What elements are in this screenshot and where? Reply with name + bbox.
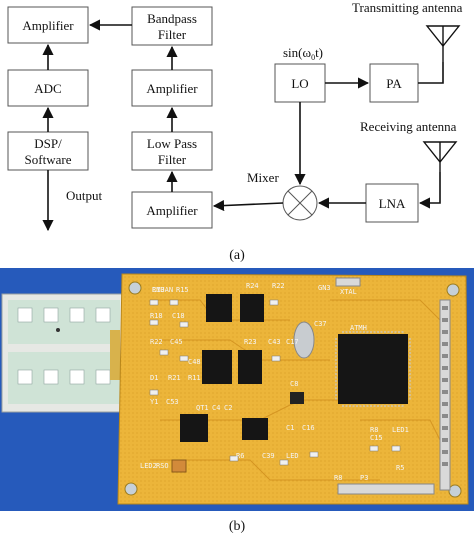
silkscreen-label: R21	[168, 374, 181, 382]
output-label: Output	[66, 188, 103, 203]
silkscreen-label: RSO	[156, 462, 169, 470]
block-amplifier-input: Amplifier	[132, 192, 212, 228]
block-lna: LNA	[366, 184, 418, 222]
block-dsp-software: DSP/ Software	[8, 132, 88, 170]
silkscreen-label: C18	[172, 312, 185, 320]
silkscreen-label: R18	[150, 312, 163, 320]
silkscreen-label: R15	[176, 286, 189, 294]
block-lowpass-label-2: Filter	[158, 152, 187, 167]
silkscreen-label: C17	[286, 338, 299, 346]
pcb-board	[118, 274, 468, 504]
block-bandpass-label-2: Filter	[158, 27, 187, 42]
caption-b: (b)	[229, 519, 246, 534]
block-amplifier-middle: Amplifier	[132, 70, 212, 106]
silkscreen-label: XTAL	[340, 288, 357, 296]
silkscreen-label: GN3	[318, 284, 331, 292]
receiving-antenna-icon	[424, 142, 456, 172]
silkscreen-label: R23	[244, 338, 257, 346]
silkscreen-label: C53	[166, 398, 179, 406]
transmitting-antenna-label: Transmitting antenna	[352, 0, 463, 15]
silkscreen-label: ATMH	[350, 324, 367, 332]
lo-signal-label: sin(ω0t)	[283, 45, 323, 62]
block-amplifier-output-label: Amplifier	[22, 18, 74, 33]
silkscreen-label: LED2	[140, 462, 157, 470]
mixer-symbol	[283, 186, 317, 220]
silkscreen-label: C37	[314, 320, 327, 328]
silkscreen-label: C2	[224, 404, 232, 412]
block-amplifier-input-label: Amplifier	[146, 203, 198, 218]
block-lowpass-filter: Low Pass Filter	[132, 132, 212, 170]
block-dsp-label-1: DSP/	[34, 136, 62, 151]
transmitting-antenna-icon	[427, 26, 459, 62]
wire-pa-to-antenna	[418, 62, 443, 83]
wire-mixer-to-amplifier	[214, 203, 283, 206]
block-adc: ADC	[8, 70, 88, 106]
block-lna-label: LNA	[379, 196, 406, 211]
block-bandpass-label-1: Bandpass	[147, 11, 197, 26]
silkscreen-label: R22	[272, 282, 285, 290]
silkscreen-label: R5	[396, 464, 404, 472]
radar-antenna-module	[2, 294, 128, 412]
block-amplifier-output: Amplifier	[8, 7, 88, 43]
block-dsp-label-2: Software	[25, 152, 72, 167]
silkscreen-label: Y1	[150, 398, 158, 406]
block-diagram: Amplifier ADC DSP/ Software Bandpass Fil…	[8, 0, 463, 263]
wire-antenna-to-lna	[420, 172, 440, 203]
silkscreen-label: R8	[334, 474, 342, 482]
silkscreen-label: D1	[150, 374, 158, 382]
silkscreen-label: P3	[360, 474, 368, 482]
block-amplifier-middle-label: Amplifier	[146, 81, 198, 96]
silkscreen-label: R8	[370, 426, 378, 434]
silkscreen-label: C8	[290, 380, 298, 388]
block-lo-label: LO	[291, 76, 308, 91]
silkscreen-label: C39	[262, 452, 275, 460]
mixer-label: Mixer	[247, 170, 279, 185]
block-adc-label: ADC	[34, 81, 61, 96]
block-pa-label: PA	[386, 76, 402, 91]
silkscreen-label: C4	[212, 404, 220, 412]
silkscreen-label: C45	[170, 338, 183, 346]
silkscreen-label: R22	[150, 338, 163, 346]
silkscreen-label: C43	[268, 338, 281, 346]
silkscreen-label: C15	[370, 434, 383, 442]
receiving-antenna-label: Receiving antenna	[360, 119, 457, 134]
silkscreen-label: LED	[286, 452, 299, 460]
block-bandpass-filter: Bandpass Filter	[132, 7, 212, 45]
pcb-photo: R13R15R24R22GN3XTALR18C18R23C43C17R22C45…	[0, 268, 474, 534]
silkscreen-label: R6	[236, 452, 244, 460]
silkscreen-label: LED1	[392, 426, 409, 434]
caption-a: (a)	[229, 248, 245, 263]
block-lowpass-label-1: Low Pass	[147, 136, 197, 151]
silkscreen-label: C1	[286, 424, 294, 432]
silkscreen-label: C16	[302, 424, 315, 432]
silkscreen-label: CMUAN	[152, 286, 173, 294]
block-pa: PA	[370, 64, 418, 102]
block-lo: LO	[275, 64, 325, 102]
silkscreen-label: C48	[188, 358, 201, 366]
silkscreen-label: QT1	[196, 404, 209, 412]
silkscreen-label: R24	[246, 282, 259, 290]
silkscreen-label: R11	[188, 374, 201, 382]
